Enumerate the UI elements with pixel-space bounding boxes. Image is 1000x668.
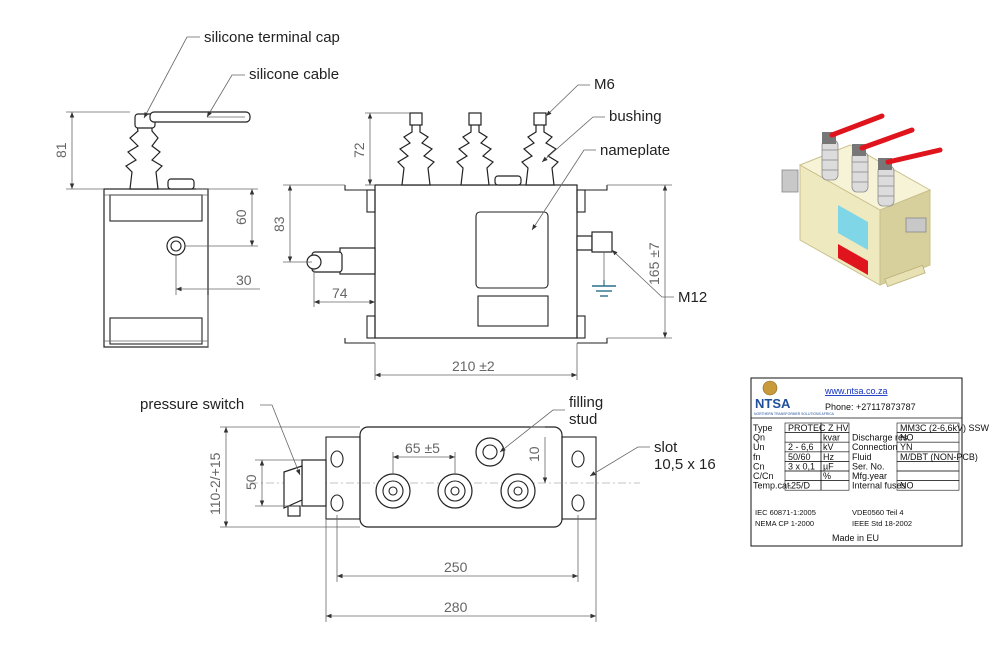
nameplate-key-2: Fluid (852, 452, 872, 462)
front-view (283, 112, 672, 380)
dim-50: 50 (243, 474, 259, 490)
nameplate-key-2: Discharge res. (852, 433, 910, 443)
nameplate-value-2: MM3C (2-6,6kV) SSW (900, 423, 990, 433)
dim-65: 65 ±5 (405, 440, 440, 456)
nameplate-unit-box (820, 480, 850, 491)
dim-72: 72 (351, 142, 367, 158)
bushing-2 (456, 112, 494, 186)
side-view (66, 111, 260, 348)
bushing-top-3 (500, 473, 536, 509)
bushing-top-1 (375, 473, 411, 509)
render-bushing-2 (851, 144, 869, 193)
label-silicone-terminal-cap: silicone terminal cap (204, 29, 340, 46)
nameplate-key-2: Connection (852, 442, 898, 452)
label-slot: slot (654, 439, 678, 456)
label-filling: filling (569, 394, 603, 411)
nameplate-std-4: IEEE Std 18-2002 (852, 519, 912, 528)
nameplate-logo-sub: NORTHERN TRANSFORMER SOLUTIONS AFRICA (754, 412, 835, 416)
dim-81: 81 (53, 142, 69, 158)
dim-110: 110-2/+15 (207, 452, 223, 515)
dim-83: 83 (271, 216, 287, 232)
dim-280: 280 (444, 599, 468, 615)
label-silicone-cable: silicone cable (249, 66, 339, 83)
nameplate-std-3: NEMA CP 1-2000 (755, 519, 814, 528)
leader-lines (143, 36, 674, 477)
render-bushing-3 (877, 158, 895, 207)
nameplate-value: PROTEC Z HV (788, 423, 849, 433)
nameplate-unit: % (823, 471, 831, 481)
nameplate-value: -25/D (788, 481, 811, 491)
bushing-top-2 (437, 473, 473, 509)
bushing-3 (521, 112, 559, 186)
label-pressure-switch: pressure switch (140, 396, 244, 413)
nameplate-value: 3 x 0,1 (788, 461, 815, 471)
nameplate-value-2: M/DBT (NON-PCB) (900, 452, 978, 462)
top-view (220, 426, 640, 622)
dim-30: 30 (236, 272, 252, 288)
dim-60: 60 (233, 209, 249, 225)
nameplate-key-2: Internal fuses (852, 481, 907, 491)
nameplate-value: 2 - 6,6 (788, 442, 814, 452)
nameplate-unit: kvar (823, 433, 840, 443)
dim-74: 74 (332, 285, 348, 301)
label-m12: M12 (678, 289, 707, 306)
nameplate-key: Qn (753, 433, 765, 443)
nameplate-key-2: Ser. No. (852, 461, 885, 471)
nameplate-key-2: Mfg.year (852, 471, 887, 481)
nameplate-key: Temp.cat. (753, 481, 792, 491)
nameplate-value2-box (896, 480, 960, 491)
capacitor-3d-render (781, 113, 943, 288)
label-m6: M6 (594, 76, 615, 93)
dim-165: 165 ±7 (646, 242, 662, 285)
nameplate-std-2: VDE0560 Teil 4 (852, 508, 904, 517)
label-nameplate: nameplate (600, 142, 670, 159)
nameplate-rows: Type PROTEC Z HV MM3C (2-6,6kV) SSW Qn kvar D… (753, 422, 990, 491)
dim-250: 250 (444, 559, 468, 575)
label-stud: stud (569, 411, 597, 428)
bushing-1 (397, 112, 435, 186)
nameplate-value-2: NO (900, 433, 914, 443)
nameplate-value-2: NO (900, 481, 914, 491)
nameplate-key: Type (753, 423, 773, 433)
dim-10: 10 (526, 446, 542, 462)
nameplate-url[interactable]: www.ntsa.co.za (824, 386, 888, 396)
nameplate-made-in: Made in EU (832, 533, 879, 543)
nameplate-key: Un (753, 442, 765, 452)
nameplate-key: fn (753, 452, 761, 462)
dim-210: 210 ±2 (452, 358, 495, 374)
nameplate-value: 50/60 (788, 452, 811, 462)
nameplate-std-1: IEC 60871-1:2005 (755, 508, 816, 517)
label-slot-size: 10,5 x 16 (654, 456, 716, 473)
nameplate-unit: kV (823, 442, 834, 452)
nameplate-key: C/Cn (753, 471, 774, 481)
nameplate-unit: µF (823, 461, 834, 471)
nameplate-panel: NTSA NORTHERN TRANSFORMER SOLUTIONS AFRI… (750, 377, 990, 547)
nameplate-phone: Phone: +27117873787 (825, 402, 916, 412)
nameplate-logo: NTSA (755, 396, 791, 411)
render-bushing-1 (821, 132, 839, 181)
label-bushing: bushing (609, 108, 662, 125)
nameplate-key: Cn (753, 461, 765, 471)
nameplate-value-2: YN (900, 442, 913, 452)
nameplate-unit: Hz (823, 452, 834, 462)
